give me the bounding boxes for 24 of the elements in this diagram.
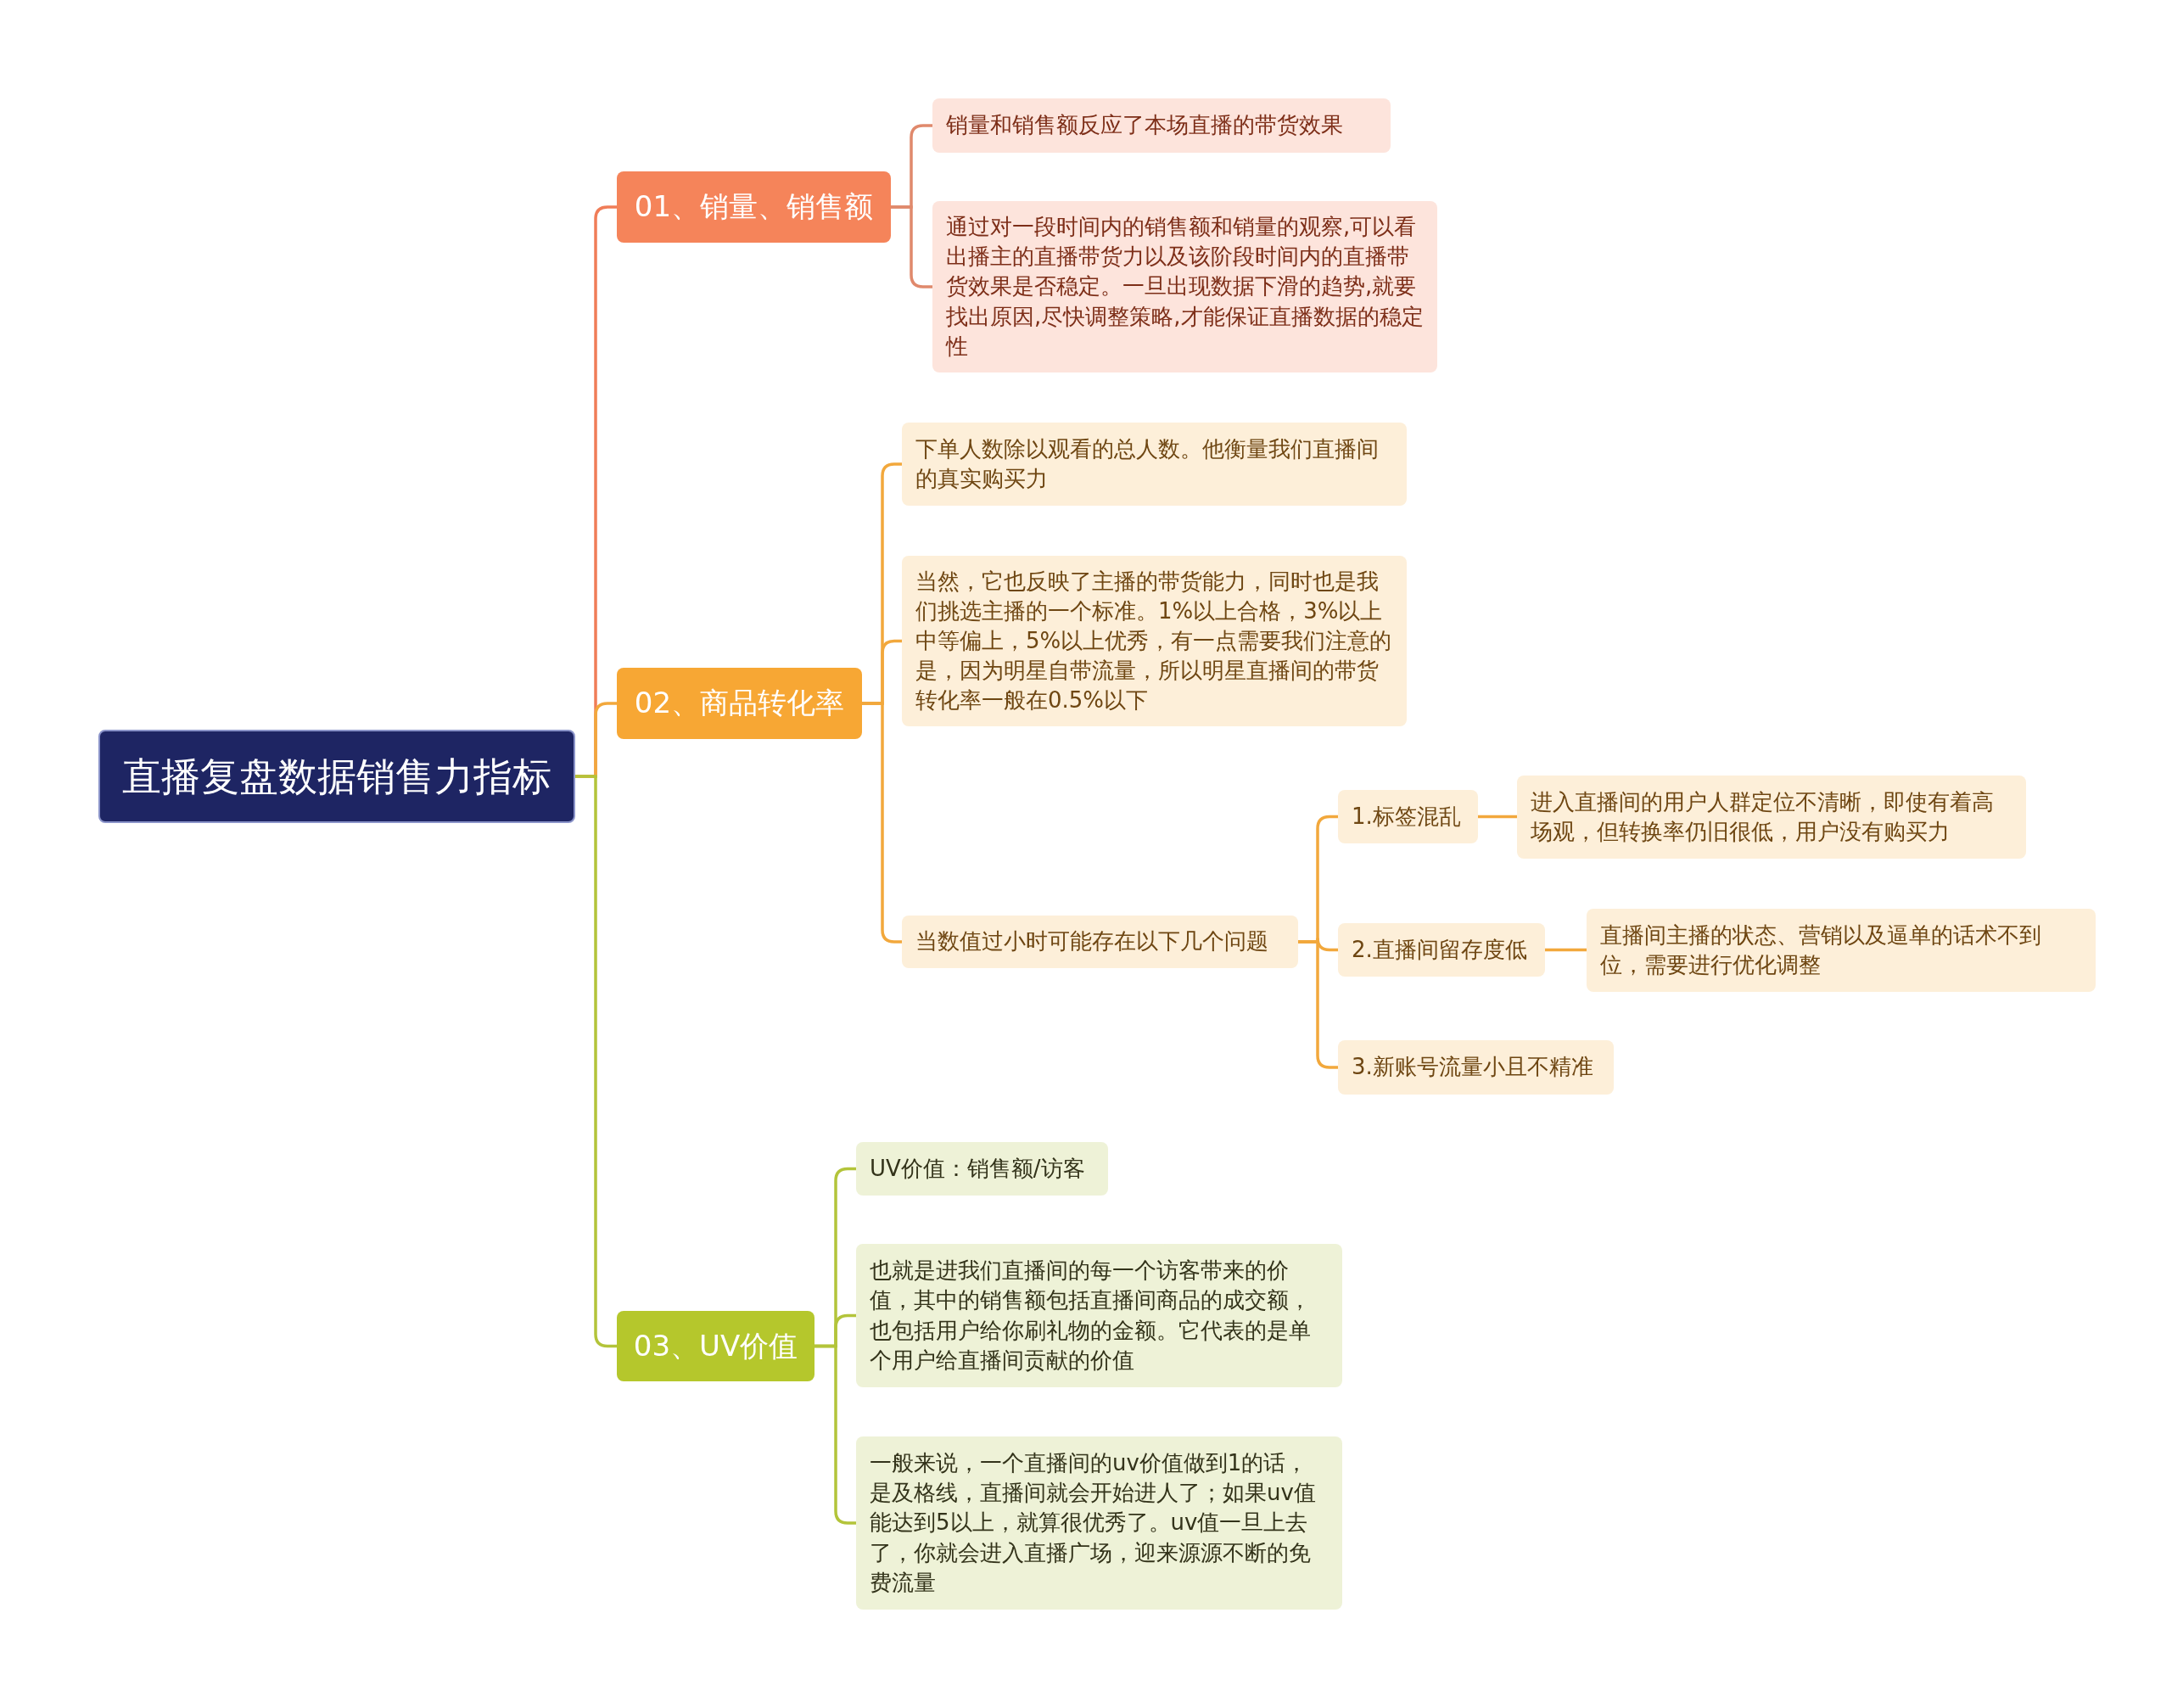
- note-box: 2.直播间留存度低: [1338, 923, 1545, 977]
- topic-box: 02、商品转化率: [617, 668, 862, 739]
- note-box: 下单人数除以观看的总人数。他衡量我们直播间的真实购买力: [902, 423, 1407, 506]
- topic-box: 01、销量、销售额: [617, 171, 891, 243]
- connector-line: [891, 205, 932, 288]
- note-box: 进入直播间的用户人群定位不清晰，即使有着高场观，但转换率仍旧很低，用户没有购买力: [1517, 776, 2026, 859]
- connector-line: [575, 775, 617, 1348]
- note-box: 一般来说，一个直播间的uv价值做到1的话，是及格线，直播间就会开始进人了；如果uv值能达到5以上，就算很优秀了。uv值一旦上去了，你就会进入直播广场，迎来源源不断的免费流量: [856, 1436, 1342, 1610]
- note-box: 当然，它也反映了主播的带货能力，同时也是我们挑选主播的一个标准。1%以上合格，3%以上中等偏上，5%以上优秀，有一点需要我们注意的是，因为明星自带流量，所以明星直播间的带货转化率一般在0.5%以下: [902, 556, 1407, 726]
- connector-line: [1478, 815, 1517, 819]
- root-topic: 直播复盘数据销售力指标: [98, 730, 575, 823]
- connector-line: [862, 702, 902, 944]
- note-box: 也就是进我们直播间的每一个访客带来的价值，其中的销售额包括直播间商品的成交额，也包括用户给你刷礼物的金额。它代表的是单个用户给直播间贡献的价值: [856, 1244, 1342, 1387]
- note-box: UV价值：销售额/访客: [856, 1142, 1108, 1196]
- connector-line: [1298, 940, 1338, 1069]
- note-box: 当数值过小时可能存在以下几个问题: [902, 916, 1298, 968]
- note-box: 3.新账号流量小且不精准: [1338, 1040, 1614, 1095]
- note-box: 销量和销售额反应了本场直播的带货效果: [932, 98, 1391, 153]
- note-box: 通过对一段时间内的销售额和销量的观察,可以看出播主的直播带货力以及该阶段时间内的直播带货效果是否稳定。一旦出现数据下滑的趋势,就要找出原因,尽快调整策略,才能保证直播数据的稳定性: [932, 201, 1437, 372]
- note-box: 1.标签混乱: [1338, 790, 1478, 843]
- topic-box: 03、UV价值: [617, 1311, 814, 1381]
- note-box: 直播间主播的状态、营销以及逼单的话术不到位，需要进行优化调整: [1587, 909, 2096, 992]
- connector-line: [1545, 948, 1587, 952]
- connector-line: [814, 1344, 856, 1525]
